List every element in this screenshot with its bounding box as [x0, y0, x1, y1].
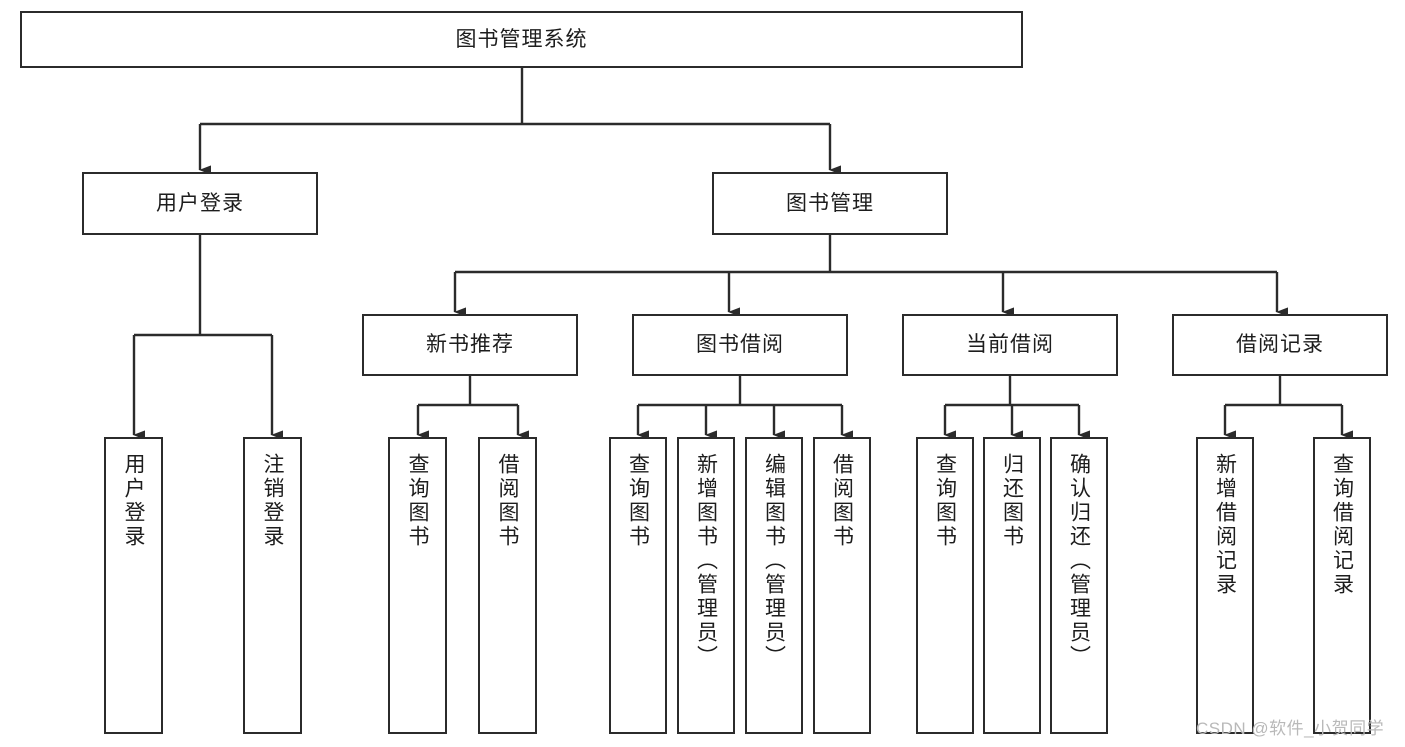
- connectors-group: [132, 68, 1353, 440]
- leaf-node-leaf-return-book[interactable]: 归还图书: [983, 437, 1041, 734]
- node-label: 查询图书: [626, 453, 650, 549]
- leaf-node-leaf-borrow-book-1[interactable]: 借阅图书: [478, 437, 537, 734]
- level3-node-current-borrow[interactable]: 当前借阅: [902, 314, 1118, 376]
- watermark-text: CSDN @软件_小贺同学: [1196, 719, 1385, 738]
- node-label: 图书管理: [786, 191, 874, 215]
- node-label: 新书推荐: [426, 333, 514, 357]
- node-label: 查询图书: [406, 453, 429, 549]
- node-label: 用户登录: [156, 191, 244, 215]
- level3-node-book-borrow[interactable]: 图书借阅: [632, 314, 848, 376]
- node-label: 借阅记录: [1236, 333, 1324, 357]
- node-label: 借阅图书: [496, 453, 519, 549]
- level3-node-borrow-record[interactable]: 借阅记录: [1172, 314, 1388, 376]
- leaf-node-leaf-borrow-book-2[interactable]: 借阅图书: [813, 437, 871, 734]
- node-label: 用户登录: [122, 453, 145, 549]
- node-label: 新增借阅记录: [1213, 453, 1237, 597]
- node-label: 归还图书: [1000, 453, 1024, 549]
- node-label: 新增图书（管理员）: [694, 453, 718, 669]
- node-label: 借阅图书: [830, 453, 854, 549]
- node-label: 注销登录: [261, 453, 284, 549]
- node-label: 图书借阅: [696, 333, 784, 357]
- node-label: 图书管理系统: [455, 27, 588, 51]
- node-label: 确认归还（管理员）: [1067, 453, 1091, 669]
- leaf-node-leaf-query-book-2[interactable]: 查询图书: [609, 437, 667, 734]
- leaf-node-leaf-add-record[interactable]: 新增借阅记录: [1196, 437, 1254, 734]
- leaf-node-leaf-query-book-3[interactable]: 查询图书: [916, 437, 974, 734]
- node-label: 编辑图书（管理员）: [762, 453, 786, 669]
- node-label: 查询图书: [933, 453, 957, 549]
- level2-node-user-login[interactable]: 用户登录: [82, 172, 318, 235]
- level2-node-book-manage[interactable]: 图书管理: [712, 172, 948, 235]
- leaf-node-leaf-logout[interactable]: 注销登录: [243, 437, 302, 734]
- leaf-node-leaf-edit-book[interactable]: 编辑图书（管理员）: [745, 437, 803, 734]
- leaf-node-leaf-user-login[interactable]: 用户登录: [104, 437, 163, 734]
- leaf-node-leaf-query-book-1[interactable]: 查询图书: [388, 437, 447, 734]
- root-node-root[interactable]: 图书管理系统: [20, 11, 1023, 68]
- node-label: 当前借阅: [966, 333, 1054, 357]
- leaf-node-leaf-add-book[interactable]: 新增图书（管理员）: [677, 437, 735, 734]
- level3-node-new-book-recommend[interactable]: 新书推荐: [362, 314, 578, 376]
- node-label: 查询借阅记录: [1330, 453, 1354, 597]
- leaf-node-leaf-query-record[interactable]: 查询借阅记录: [1313, 437, 1371, 734]
- leaf-node-leaf-confirm-return[interactable]: 确认归还（管理员）: [1050, 437, 1108, 734]
